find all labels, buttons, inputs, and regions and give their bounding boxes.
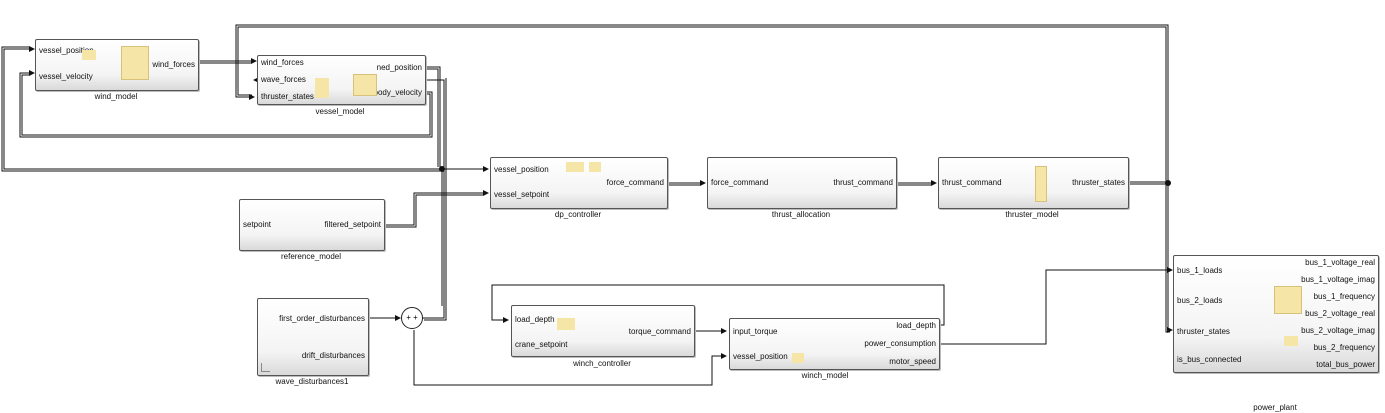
thrust-allocation-block[interactable]: force_command thrust_command	[707, 157, 897, 209]
subsystem-preview-icon	[589, 162, 601, 172]
output-port-thruster-states: thruster_states	[1072, 178, 1125, 187]
dp-controller-block[interactable]: vessel_position vessel_setpoint force_co…	[490, 157, 668, 209]
subsystem-preview-icon	[1035, 166, 1047, 202]
input-port-vessel-position: vessel_position	[494, 165, 549, 174]
input-port-bus-1-loads: bus_1_loads	[1177, 266, 1223, 275]
link-arrow-icon	[261, 363, 270, 372]
input-port-thruster-states: thruster_states	[261, 92, 314, 101]
output-port-total-bus-power: total_bus_power	[1316, 360, 1375, 369]
output-port-body-velocity: body_velocity	[373, 88, 422, 97]
thrust-allocation-caption: thrust_allocation	[771, 210, 831, 219]
output-port-bus-2-frequency: bus_2_frequency	[1313, 343, 1375, 352]
reference-model-caption: reference_model	[280, 252, 342, 261]
input-port-wave-forces: wave_forces	[261, 75, 306, 84]
wind-model-block[interactable]: vessel_position vessel_velocity wind_for…	[35, 39, 199, 91]
input-port-wind-forces: wind_forces	[261, 58, 304, 67]
branch-point	[1165, 180, 1171, 186]
input-port-vessel-position: vessel_position	[733, 352, 788, 361]
output-port-filtered-setpoint: filtered_setpoint	[324, 220, 381, 229]
dp-controller-caption: dp_controller	[554, 210, 602, 219]
power-plant-block[interactable]: bus_1_loads bus_2_loads thruster_states …	[1173, 255, 1379, 373]
output-port-bus-2-voltage-real: bus_2_voltage_real	[1305, 309, 1375, 318]
winch-model-block[interactable]: input_torque vessel_position load_depth …	[729, 318, 940, 370]
reference-model-block[interactable]: setpoint filtered_setpoint	[239, 199, 385, 251]
input-port-bus-2-loads: bus_2_loads	[1177, 296, 1223, 305]
input-port-thruster-states: thruster_states	[1177, 327, 1230, 336]
subsystem-preview-icon	[557, 318, 575, 330]
vessel-model-caption: vessel_model	[315, 107, 365, 116]
subsystem-preview-icon	[353, 74, 377, 96]
subsystem-preview-icon	[566, 162, 584, 172]
input-port-vessel-velocity: vessel_velocity	[39, 72, 93, 81]
output-port-thrust-command: thrust_command	[833, 178, 893, 187]
thruster-model-caption: thruster_model	[1005, 210, 1059, 219]
output-port-wind-forces: wind_forces	[152, 60, 195, 69]
winch-controller-caption: winch_controller	[573, 359, 631, 368]
input-port-crane-setpoint: crane_setpoint	[515, 340, 568, 349]
output-port-torque-command: torque_command	[628, 327, 691, 336]
subsystem-preview-icon	[792, 353, 804, 363]
thruster-model-block[interactable]: thrust_command thruster_states	[938, 157, 1129, 209]
sum-block[interactable]: + +	[401, 307, 423, 329]
subsystem-preview-icon	[315, 78, 329, 98]
output-port-force-command: force_command	[606, 178, 664, 187]
output-port-ned-position: ned_position	[376, 63, 422, 72]
wind-model-caption: wind_model	[94, 92, 138, 101]
subsystem-preview-icon	[1274, 286, 1302, 314]
input-port-force-command: force_command	[711, 178, 769, 187]
subsystem-preview-icon	[82, 50, 96, 60]
output-port-first-order-disturbances: first_order_disturbances	[279, 314, 365, 323]
input-port-is-bus-connected: is_bus_connected	[1177, 355, 1242, 364]
input-port-input-torque: input_torque	[733, 327, 778, 336]
output-port-drift-disturbances: drift_disturbances	[301, 351, 365, 360]
winch-controller-block[interactable]: load_depth crane_setpoint torque_command	[511, 305, 695, 357]
subsystem-preview-icon	[1284, 336, 1298, 346]
input-port-setpoint: setpoint	[243, 220, 272, 229]
input-port-vessel-position: vessel_position	[39, 46, 94, 55]
input-port-load-depth: load_depth	[515, 315, 555, 324]
output-port-bus-1-voltage-imag: bus_1_voltage_imag	[1301, 275, 1375, 284]
input-port-vessel-setpoint: vessel_setpoint	[494, 190, 550, 199]
wave-disturbances-caption: wave_disturbances1	[275, 377, 349, 386]
input-port-thrust-command: thrust_command	[942, 178, 1002, 187]
subsystem-preview-icon	[121, 46, 149, 80]
power-plant-caption: power_plant	[1253, 403, 1297, 412]
winch-model-caption: winch_model	[801, 371, 849, 380]
output-port-load-depth: load_depth	[896, 321, 936, 330]
branch-point	[439, 166, 445, 172]
output-port-bus-1-frequency: bus_1_frequency	[1313, 292, 1375, 301]
output-port-bus-2-voltage-imag: bus_2_voltage_imag	[1301, 326, 1375, 335]
vessel-model-block[interactable]: wind_forces wave_forces thruster_states …	[257, 55, 426, 105]
output-port-power-consumption: power_consumption	[864, 339, 936, 348]
output-port-bus-1-voltage-real: bus_1_voltage_real	[1305, 258, 1375, 267]
output-port-motor-speed: motor_speed	[889, 357, 936, 366]
wave-disturbances-block[interactable]: first_order_disturbances drift_disturban…	[257, 298, 369, 376]
